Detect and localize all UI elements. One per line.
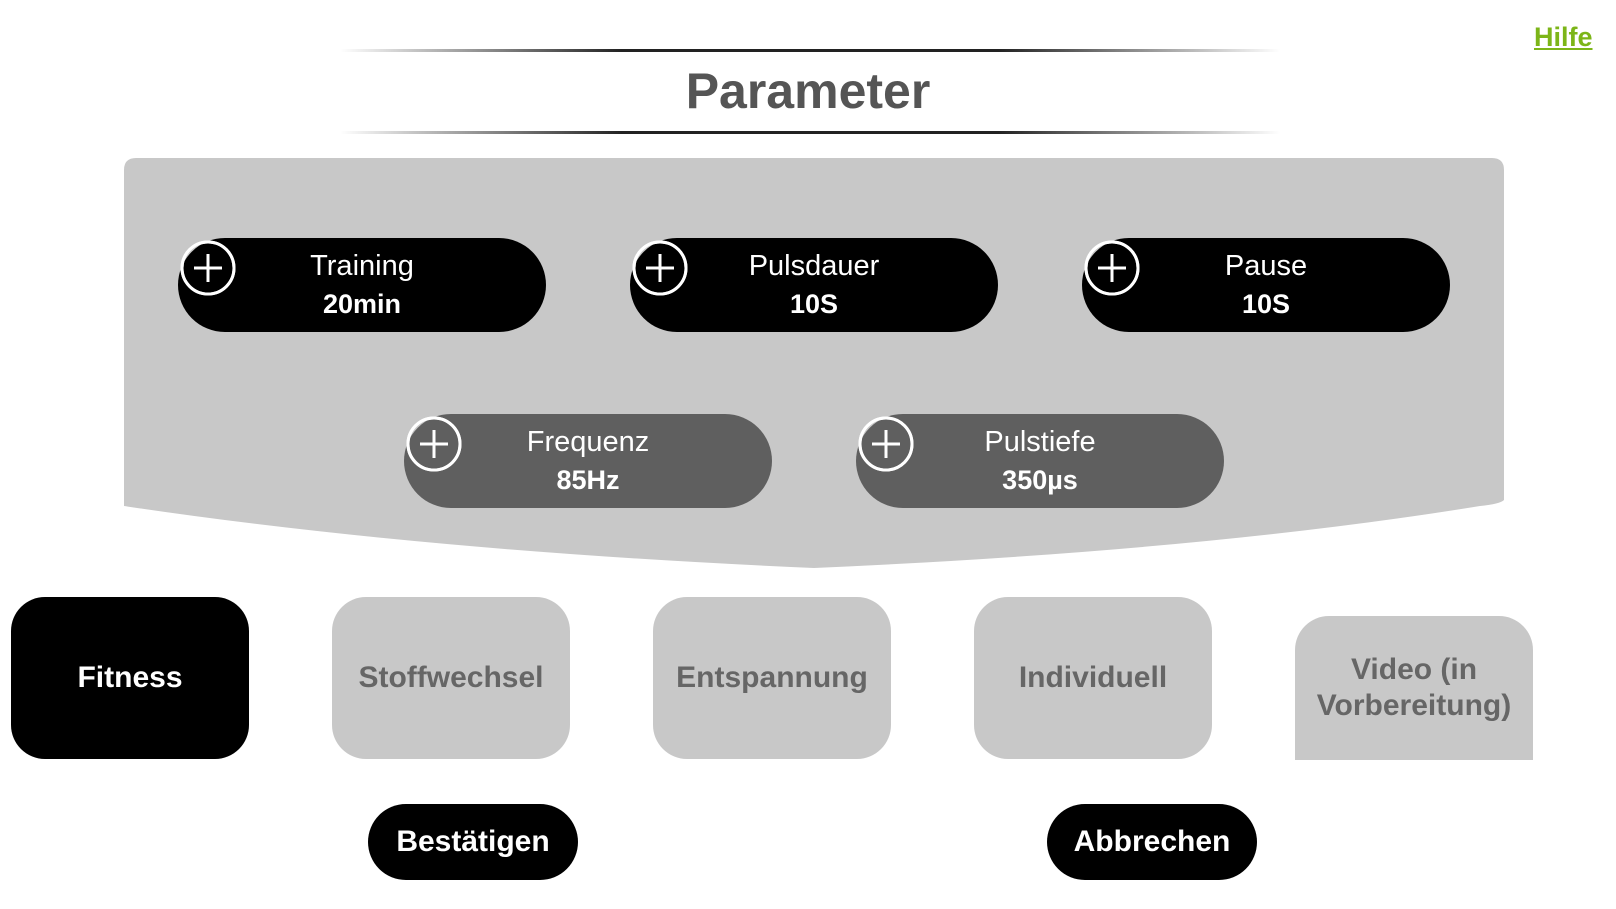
minus-circle-icon <box>406 416 462 472</box>
param-pulstiefe-text: Pulstiefe 350µs <box>984 423 1095 499</box>
training-decrease-button[interactable] <box>180 240 532 315</box>
mode-fitness[interactable]: Fitness <box>11 597 249 759</box>
param-label: Pulsdauer <box>748 250 880 282</box>
panel-background <box>124 158 1504 568</box>
param-value: 10S <box>789 289 839 319</box>
minus-circle-icon <box>632 240 688 296</box>
param-label: Frequenz <box>526 426 650 458</box>
pulstiefe-decrease-button[interactable] <box>858 416 1210 491</box>
pulsdauer-decrease-button[interactable] <box>632 240 984 315</box>
param-pause-text: Pause 10S <box>1225 247 1307 323</box>
param-value: 10S <box>1241 289 1291 319</box>
parameter-panel: Training 20min Pulsdauer 10S <box>124 158 1504 574</box>
cancel-button[interactable]: Abbrechen <box>1047 804 1257 880</box>
param-value: 20min <box>322 289 402 319</box>
title-rule-top <box>340 49 1280 52</box>
param-label: Training <box>310 250 414 282</box>
minus-circle-icon <box>180 240 236 296</box>
minus-circle-icon <box>858 416 914 472</box>
mode-individuell[interactable]: Individuell <box>974 597 1212 759</box>
param-value: 85Hz <box>556 465 620 495</box>
help-link[interactable]: Hilfe <box>1534 22 1593 52</box>
param-label: Pulstiefe <box>984 426 1096 458</box>
pause-decrease-button[interactable] <box>1084 240 1436 315</box>
title-rule-bottom <box>340 131 1280 134</box>
param-frequenz-text: Frequenz 85Hz <box>527 423 650 499</box>
mode-video[interactable]: Video (in Vorbereitung) <box>1295 616 1533 760</box>
param-pulstiefe: Pulstiefe 350µs <box>856 414 1224 508</box>
mode-stoffwechsel[interactable]: Stoffwechsel <box>332 597 570 759</box>
param-pulsdauer: Pulsdauer 10S <box>630 238 998 332</box>
param-pause: Pause 10S <box>1082 238 1450 332</box>
param-label: Pause <box>1224 250 1308 282</box>
page-title: Parameter <box>685 63 931 119</box>
param-training-text: Training 20min <box>310 247 414 323</box>
minus-circle-icon <box>1084 240 1140 296</box>
param-pulsdauer-text: Pulsdauer 10S <box>749 247 880 323</box>
mode-entspannung[interactable]: Entspannung <box>653 597 891 759</box>
param-value: 350µs <box>1002 465 1078 495</box>
param-frequenz: Frequenz 85Hz <box>404 414 772 508</box>
param-training: Training 20min <box>178 238 546 332</box>
frequenz-decrease-button[interactable] <box>406 416 758 491</box>
confirm-button[interactable]: Bestätigen <box>368 804 578 880</box>
